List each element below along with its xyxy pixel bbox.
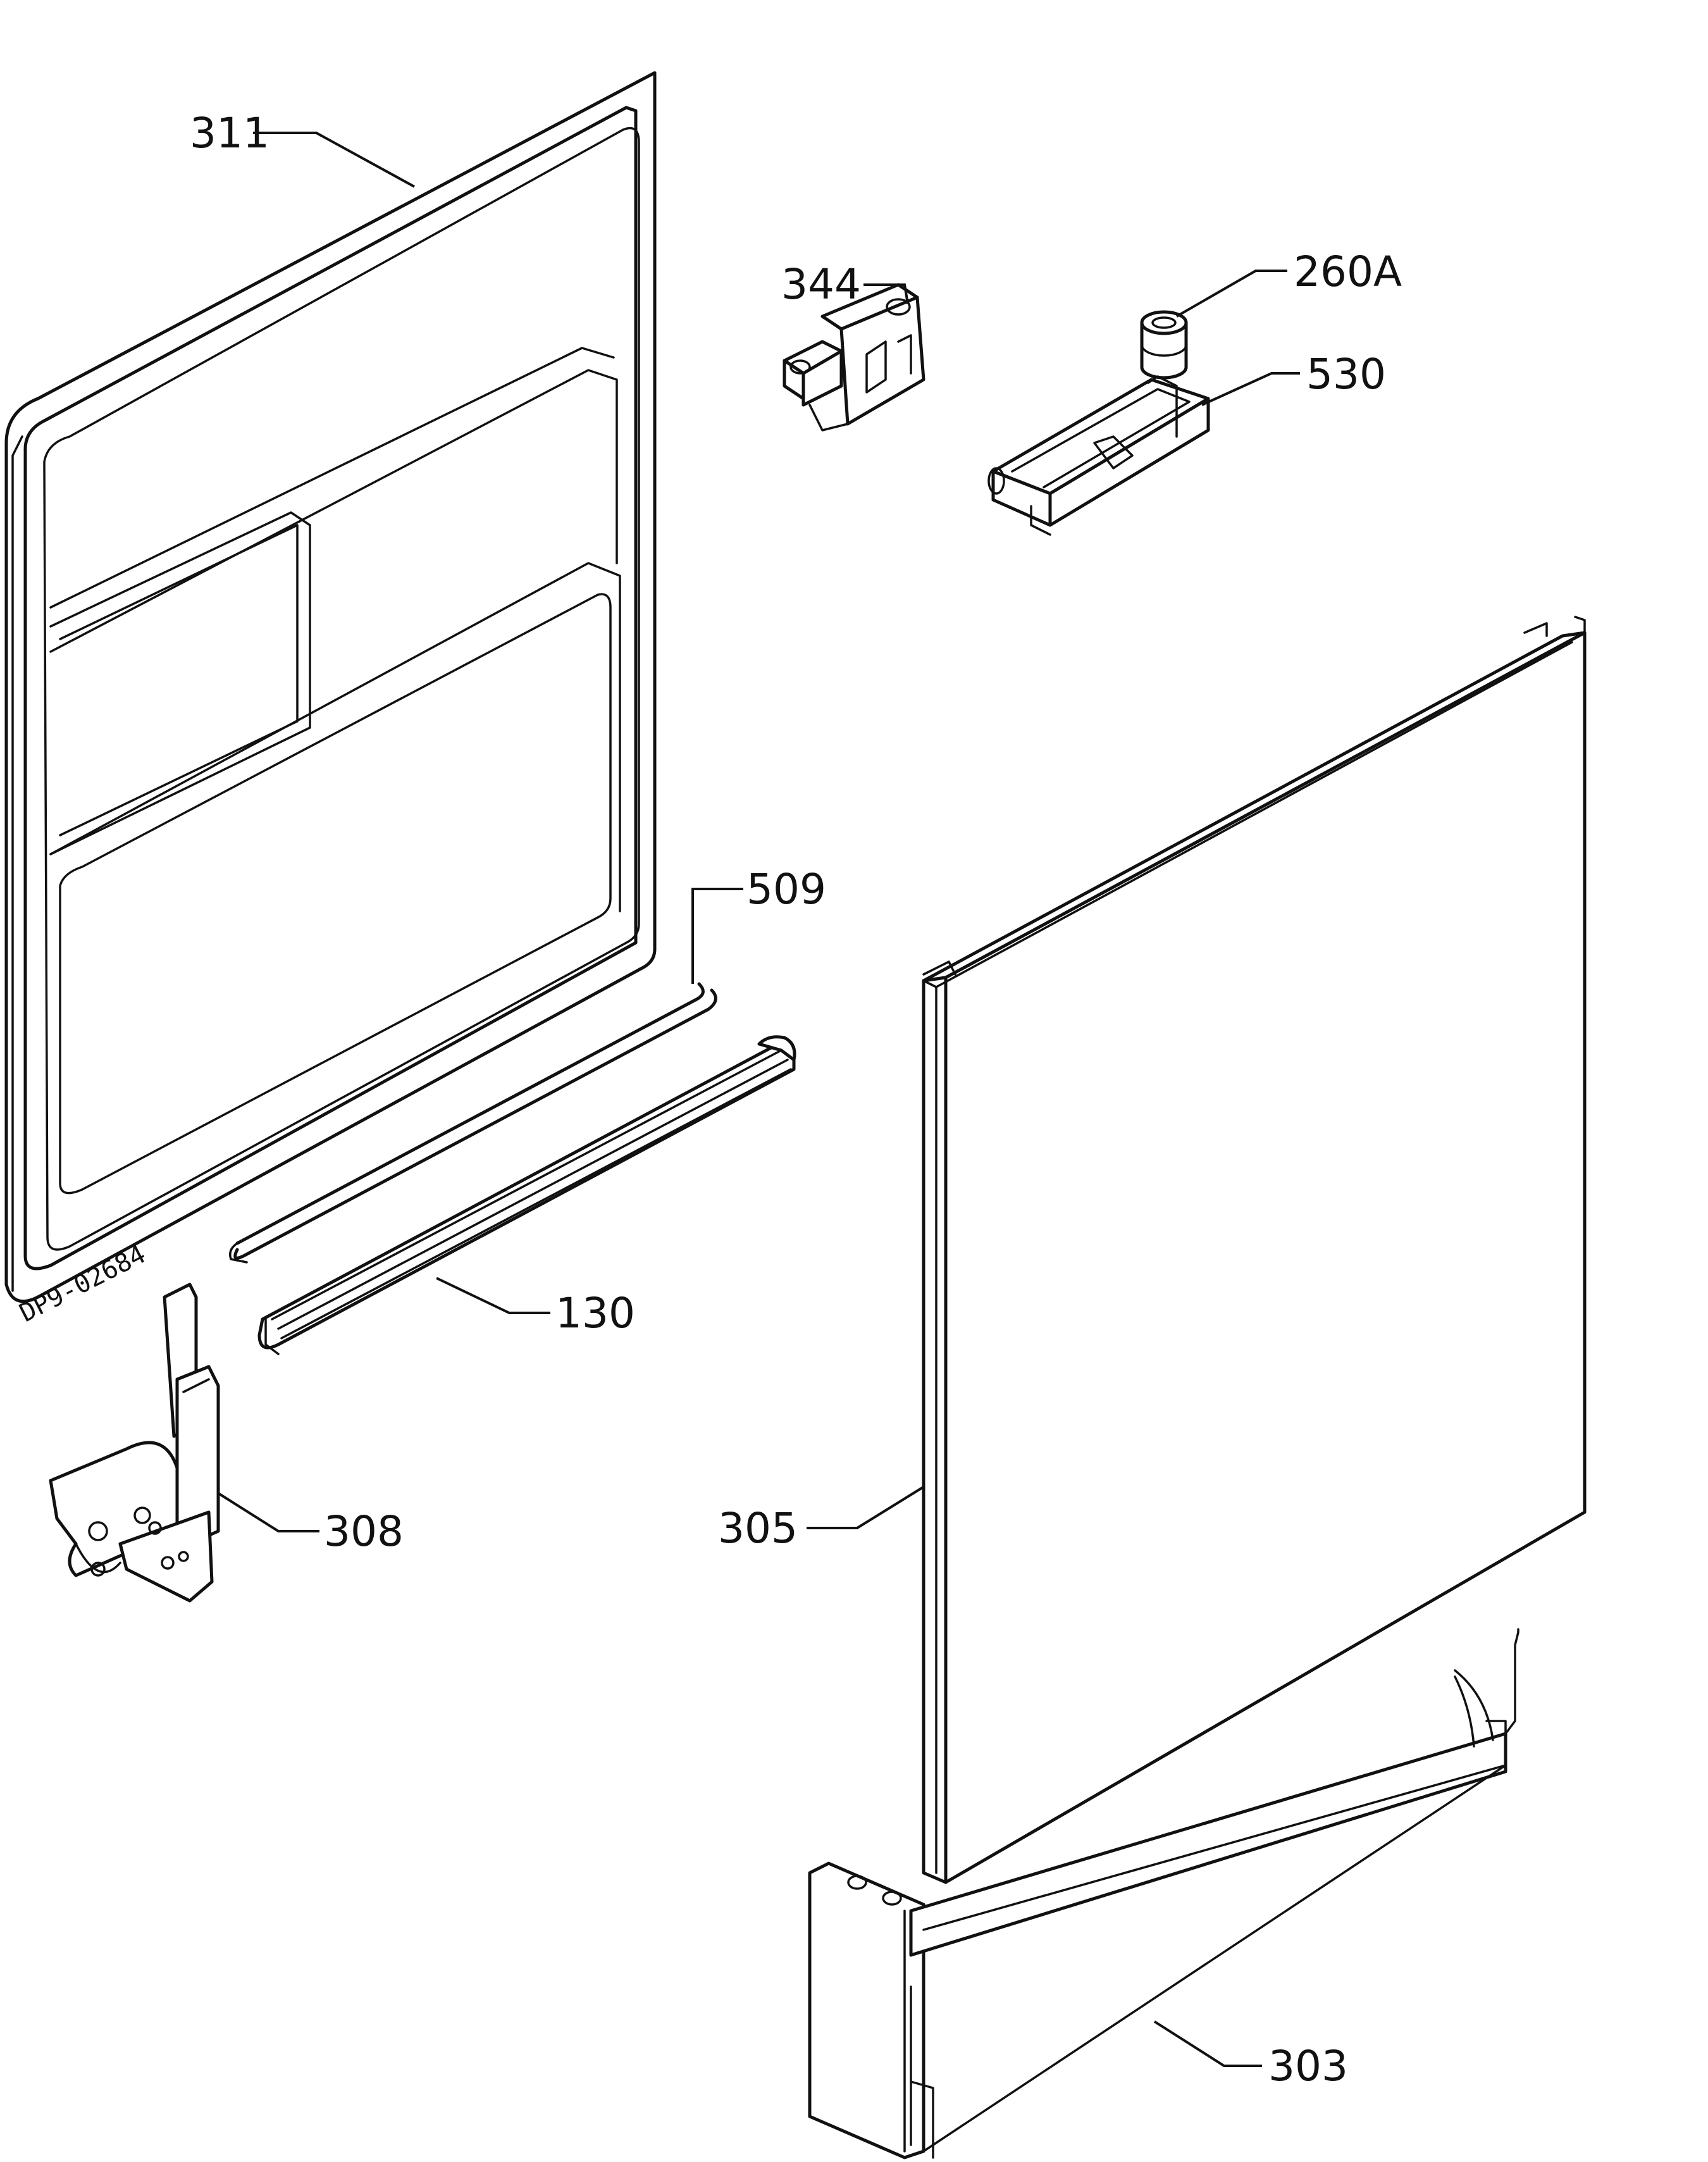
- wire-rod-509: [229, 982, 717, 1264]
- diagram-code: DP9-02684: [15, 1240, 151, 1328]
- label-311: 311: [190, 109, 269, 158]
- outer-door-panel-305: [922, 616, 1587, 1884]
- leader-311: [253, 132, 415, 188]
- leader-530: [1201, 372, 1300, 406]
- label-530: 530: [1306, 350, 1386, 399]
- leader-lines: [217, 132, 1300, 2067]
- leader-260A: [1176, 270, 1287, 318]
- leader-308: [217, 1492, 319, 1532]
- door-catch-344: [783, 283, 925, 432]
- label-509: 509: [746, 865, 826, 914]
- leader-509: [691, 888, 743, 984]
- leader-130: [436, 1277, 550, 1314]
- leader-305: [807, 1486, 925, 1529]
- plinth-panel-303: [808, 1628, 1519, 2159]
- label-305: 305: [718, 1504, 798, 1553]
- leader-303: [1153, 2020, 1262, 2067]
- leader-344: [863, 283, 909, 304]
- callout-labels: 311 344 260A 530 509 130 308 305 303: [190, 109, 1402, 2091]
- latch-housing-530: [987, 375, 1210, 536]
- label-308: 308: [324, 1507, 404, 1556]
- label-260A: 260A: [1294, 247, 1402, 296]
- label-303: 303: [1268, 2042, 1348, 2091]
- label-130: 130: [555, 1289, 635, 1338]
- grommet-260A: [1140, 310, 1188, 380]
- hinge-308: [49, 1283, 220, 1603]
- label-344: 344: [781, 260, 861, 309]
- inner-door-panel-311: [4, 71, 657, 1303]
- seal-strip-130: [257, 1035, 796, 1355]
